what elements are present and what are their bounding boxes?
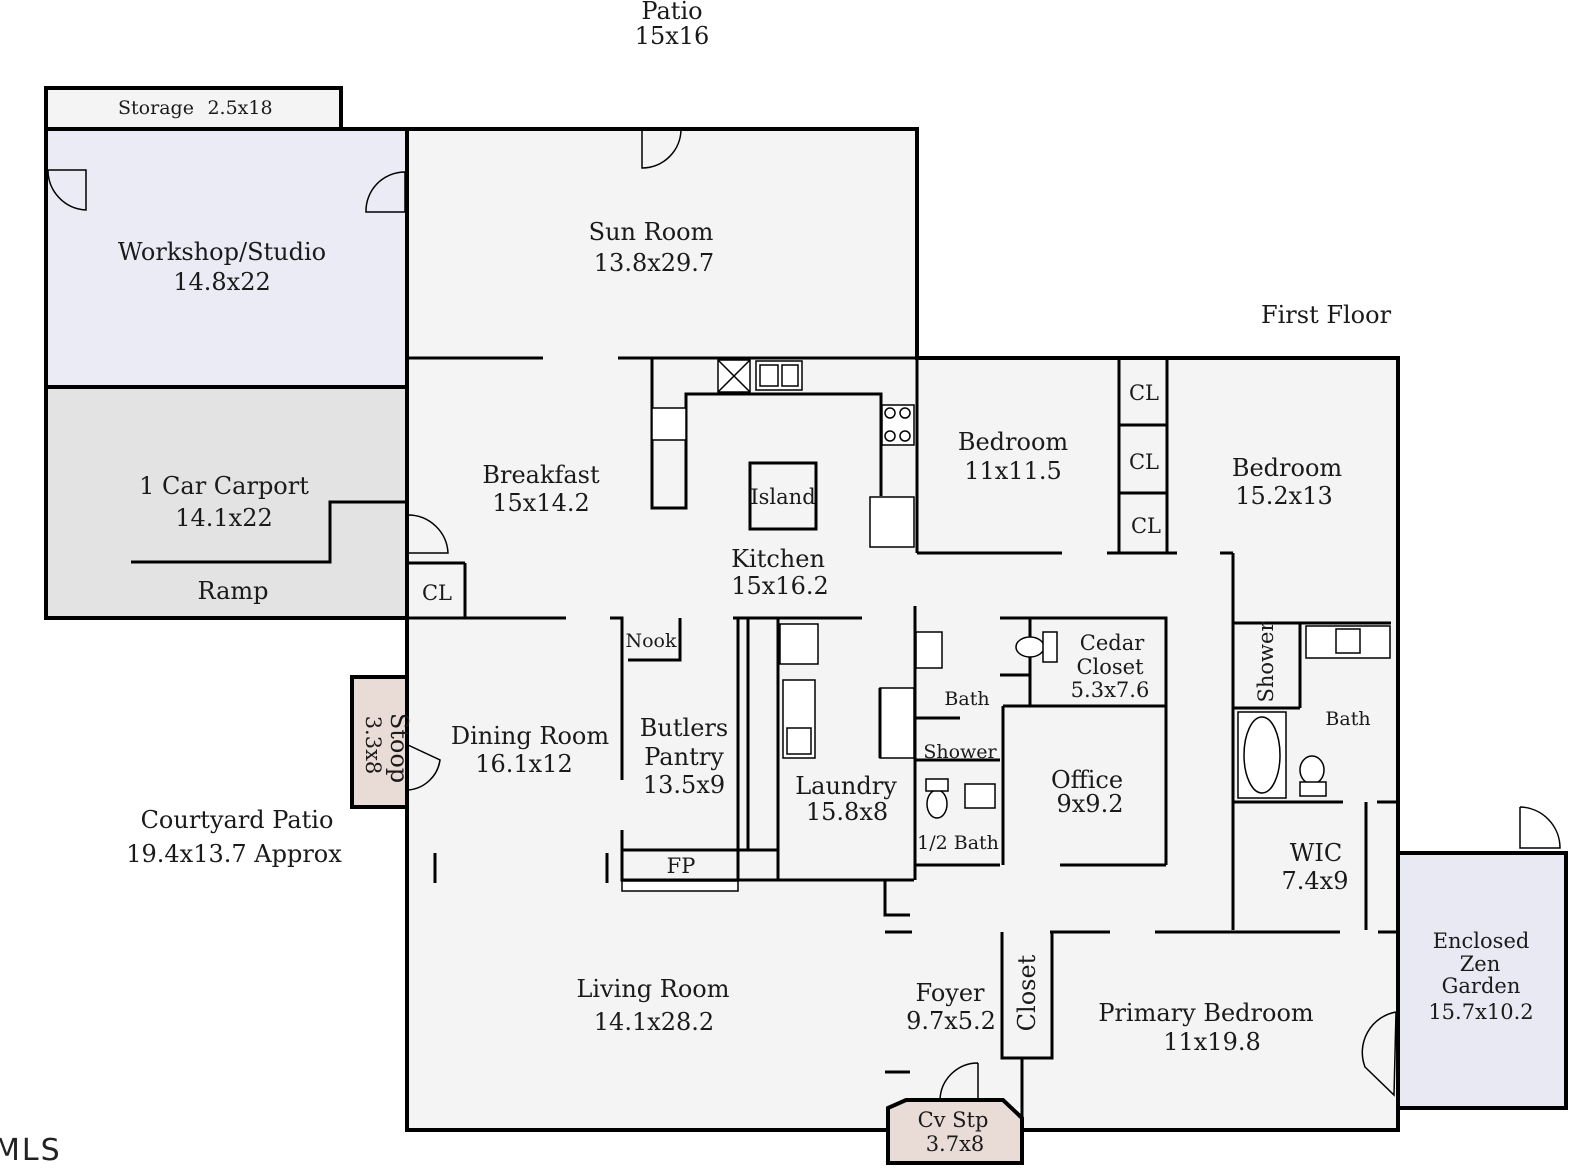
cv-stp-name: Cv Stp <box>918 1108 989 1132</box>
zen-garden-fill <box>1398 853 1566 1108</box>
workshop-size: 14.8x22 <box>173 268 271 296</box>
kitchen-size: 15x16.2 <box>731 572 829 600</box>
breakfast-name: Breakfast <box>482 461 600 489</box>
office-size: 9x9.2 <box>1057 790 1124 818</box>
cv-stp-fill <box>888 1100 1022 1163</box>
breakfast-cl-label: CL <box>422 581 452 605</box>
office-name: Office <box>1051 766 1123 794</box>
cedar-closet-name-2: Closet <box>1076 655 1144 679</box>
storage-name: Storage <box>118 97 194 119</box>
primary-shower-label: Shower <box>1254 621 1278 703</box>
courtyard-size: 19.4x13.7 Approx <box>126 840 342 868</box>
interior-fill <box>407 129 1398 1130</box>
zen-garden-name-2: Zen <box>1460 952 1501 976</box>
bedroom-3-size: 15.2x13 <box>1235 482 1333 510</box>
carport-size: 14.1x22 <box>175 504 273 532</box>
laundry-name: Laundry <box>795 772 897 800</box>
island-label: Island <box>750 485 815 509</box>
hall-bath-label: Bath <box>944 688 989 710</box>
butlers-name-1: Butlers <box>640 714 728 742</box>
sun-room-name: Sun Room <box>589 218 714 246</box>
carport-name: 1 Car Carport <box>139 472 309 500</box>
wic-name: WIC <box>1290 839 1343 867</box>
fp-label: FP <box>667 854 696 878</box>
cl-1-label: CL <box>1129 381 1159 405</box>
wic-size: 7.4x9 <box>1282 867 1349 895</box>
room-labels: Patio 15x16 Storage 2.5x18 Workshop/Stud… <box>118 0 1534 1156</box>
zen-garden-name-3: Garden <box>1442 974 1521 998</box>
laundry-size: 15.8x8 <box>806 798 888 826</box>
primary-bath-label: Bath <box>1325 708 1370 730</box>
bedroom-3-name: Bedroom <box>1232 454 1343 482</box>
interior-walls <box>131 356 1398 1130</box>
primary-bedroom-name: Primary Bedroom <box>1098 999 1314 1027</box>
butlers-name-2: Pantry <box>644 743 724 771</box>
zen-garden-size: 15.7x10.2 <box>1428 1000 1533 1024</box>
cedar-closet-name-1: Cedar <box>1080 631 1145 655</box>
cv-stp-size: 3.7x8 <box>926 1132 985 1156</box>
foyer-name: Foyer <box>915 979 985 1007</box>
cl-2-label: CL <box>1129 450 1159 474</box>
zen-garden-name-1: Enclosed <box>1433 929 1530 953</box>
nook-label: Nook <box>625 630 677 652</box>
bedroom-2-name: Bedroom <box>958 428 1069 456</box>
cedar-closet-size: 5.3x7.6 <box>1071 678 1150 702</box>
kitchen-name: Kitchen <box>731 545 825 573</box>
patio-size: 15x16 <box>635 22 710 50</box>
living-name: Living Room <box>576 975 729 1003</box>
patio-name: Patio <box>641 0 702 25</box>
stoop-size: 3.3x8 <box>361 716 385 775</box>
storage-fill <box>46 88 341 129</box>
exterior-walls <box>44 86 1568 1165</box>
stoop-name: Stoop <box>385 713 413 783</box>
stoop-fill <box>352 677 407 807</box>
mls-watermark: MLS <box>0 1133 62 1168</box>
half-bath-label: 1/2 Bath <box>917 832 999 854</box>
storage-size: 2.5x18 <box>207 97 272 119</box>
workshop-fill <box>46 129 407 387</box>
door-swings <box>47 128 1561 1101</box>
workshop-name: Workshop/Studio <box>118 238 326 266</box>
butlers-size: 13.5x9 <box>643 771 725 799</box>
dining-name: Dining Room <box>451 722 609 750</box>
floor-title: First Floor <box>1261 301 1392 329</box>
dining-size: 16.1x12 <box>475 750 573 778</box>
sun-room-size: 13.8x29.7 <box>594 249 714 277</box>
bedroom-2-size: 11x11.5 <box>964 457 1062 485</box>
living-size: 14.1x28.2 <box>594 1008 714 1036</box>
breakfast-size: 15x14.2 <box>492 489 590 517</box>
foyer-size: 9.7x5.2 <box>906 1007 996 1035</box>
ramp-label: Ramp <box>197 577 268 605</box>
hall-shower-label: Shower <box>923 741 997 763</box>
cl-3-label: CL <box>1131 514 1161 538</box>
foyer-closet-label: Closet <box>1013 954 1041 1031</box>
primary-bedroom-size: 11x19.8 <box>1163 1028 1261 1056</box>
courtyard-name: Courtyard Patio <box>141 806 334 834</box>
